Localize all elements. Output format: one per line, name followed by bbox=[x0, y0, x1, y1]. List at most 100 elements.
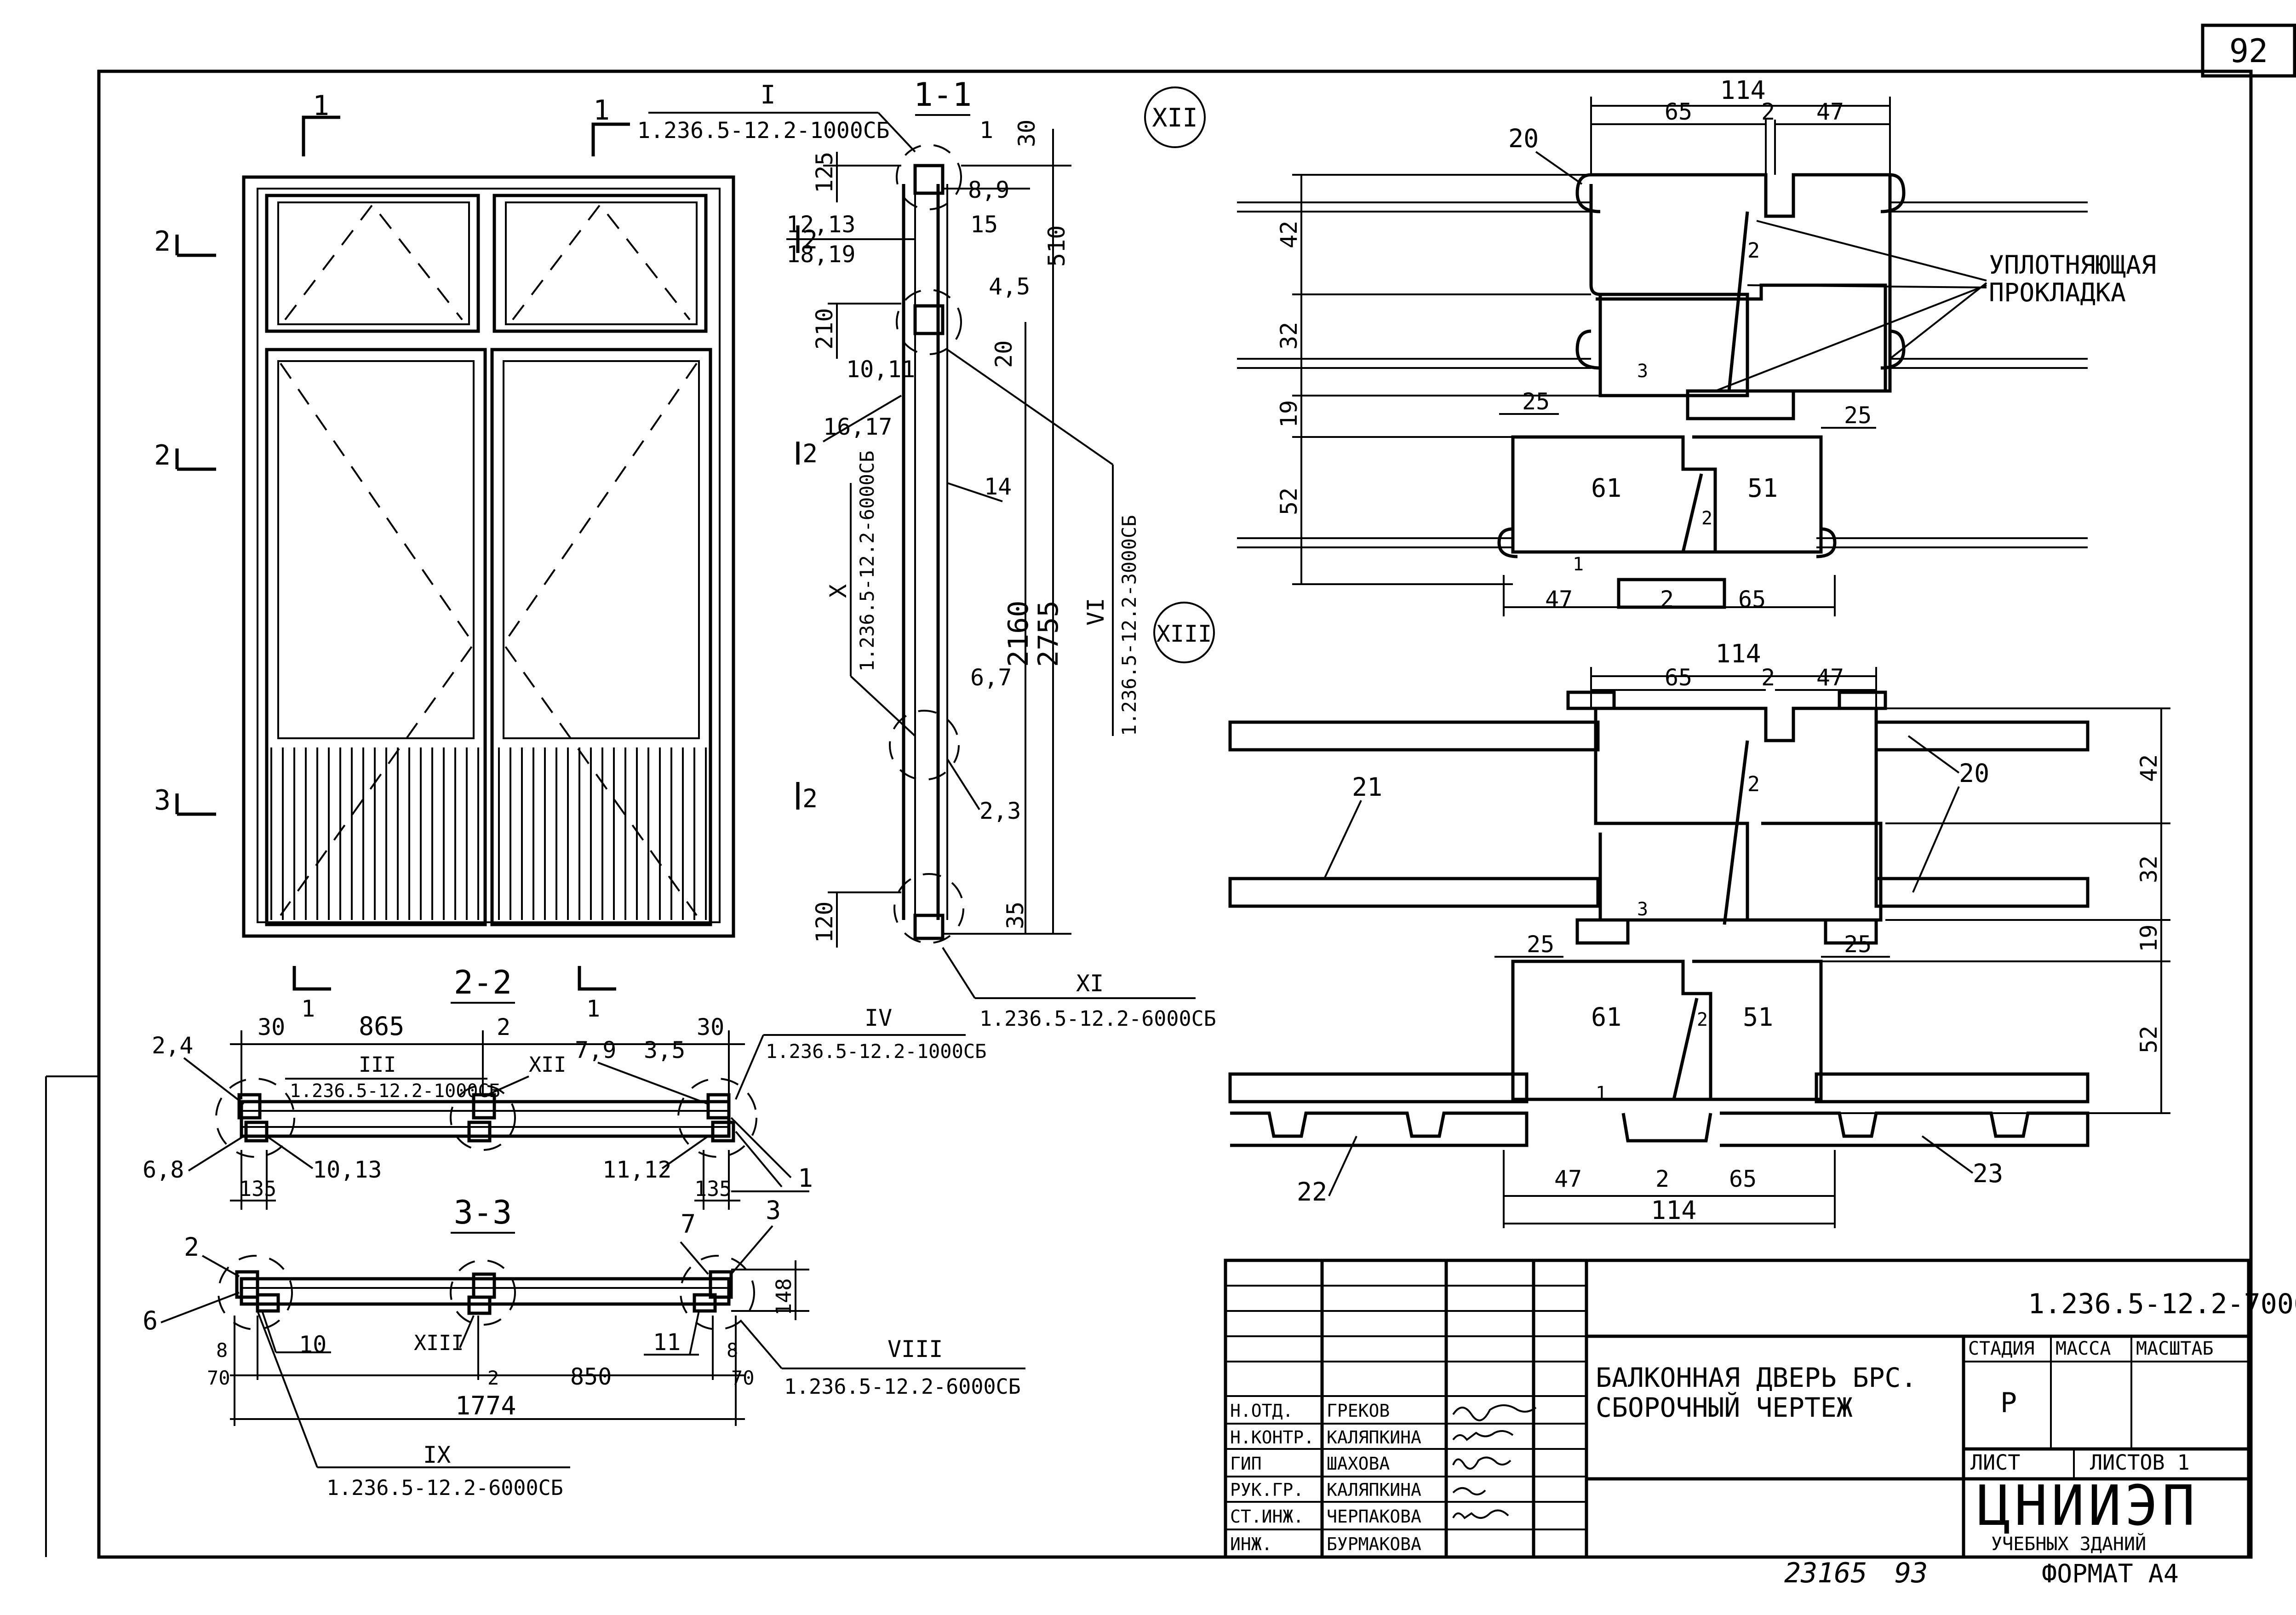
ref-XI-callout: XI bbox=[1076, 970, 1104, 997]
dim-8-right: 8 bbox=[727, 1339, 738, 1362]
sheet-number: 92 bbox=[2229, 32, 2268, 70]
dim-135-left: 135 bbox=[239, 1177, 276, 1201]
section-2-2-title: 2-2 bbox=[454, 964, 512, 1001]
label-6-8: 6,8 bbox=[143, 1156, 184, 1183]
ref-I-callout: I bbox=[760, 80, 775, 109]
xiii-dim-2-seal: 2 bbox=[1747, 772, 1760, 796]
dim-120: 120 bbox=[811, 902, 838, 943]
cut-mark-2c: 2 bbox=[802, 784, 818, 813]
xiii-dim-114-top: 114 bbox=[1715, 639, 1761, 668]
xiii-dim-2-bottom: 2 bbox=[1655, 1166, 1669, 1192]
xii-dim-47-bottom: 47 bbox=[1545, 586, 1573, 613]
name-3: КАЛЯПКИНА bbox=[1327, 1480, 1421, 1500]
xiii-dim-25-left: 25 bbox=[1527, 931, 1554, 958]
label-2-3: 2,3 bbox=[979, 798, 1021, 824]
xiii-dim-2-top: 2 bbox=[1761, 664, 1775, 691]
xiii-dim-61: 61 bbox=[1591, 1002, 1621, 1032]
dim-8-left: 8 bbox=[216, 1339, 228, 1362]
sheet-border bbox=[97, 69, 2253, 1559]
cut-1-left: 1 bbox=[313, 90, 329, 122]
dim-2-center: 2 bbox=[487, 1367, 499, 1389]
name-5: БУРМАКОВА bbox=[1327, 1534, 1421, 1554]
label-3: 3 bbox=[766, 1195, 781, 1225]
cut-2-mid: 2 bbox=[154, 439, 171, 471]
signature-2 bbox=[1452, 1456, 1512, 1470]
detail-XII: XII 114 65 2 bbox=[1144, 75, 2156, 616]
cut-mark-2a: 2 bbox=[802, 225, 818, 254]
xiii-dim-2-lower: 2 bbox=[1697, 1009, 1708, 1030]
org-name: ЦНИИЭП bbox=[1977, 1474, 2199, 1538]
xiii-dim-47-top: 47 bbox=[1816, 664, 1844, 691]
dim-850: 850 bbox=[570, 1363, 612, 1390]
xii-dim-61: 61 bbox=[1591, 473, 1621, 503]
xiii-dim-51: 51 bbox=[1743, 1002, 1773, 1032]
label-14: 14 bbox=[984, 473, 1012, 500]
xii-dim-2-small: 2 bbox=[1701, 508, 1712, 529]
xiii-dim-25-right: 25 bbox=[1844, 931, 1872, 958]
label-15: 15 bbox=[970, 211, 998, 238]
ref-III: 1.236.5-12.2-1000СБ bbox=[290, 1080, 500, 1102]
door-elevation: 1 1 2 2 3 bbox=[154, 90, 735, 938]
seal-note-line1: УПЛОТНЯЮЩАЯ bbox=[1989, 250, 2156, 280]
xii-dim-114: 114 bbox=[1720, 75, 1765, 105]
cut-1-b: 1 bbox=[586, 995, 600, 1022]
dim-210: 210 bbox=[811, 308, 838, 350]
dim-2-mid: 2 bbox=[497, 1014, 510, 1040]
ref-IX: 1.236.5-12.2-6000СБ bbox=[326, 1476, 563, 1500]
dim-70-left: 70 bbox=[207, 1367, 230, 1389]
label-3-5: 3,5 bbox=[644, 1037, 685, 1063]
xii-dim-65: 65 bbox=[1665, 98, 1692, 125]
doc-code: 1.236.5-12.2-7000 СБ bbox=[2028, 1288, 2296, 1320]
ref-IV: 1.236.5-12.2-1000СБ bbox=[766, 1040, 986, 1063]
xii-dim-42: 42 bbox=[1276, 221, 1302, 248]
stage-value: Р bbox=[2000, 1387, 2017, 1419]
sheet-number-box bbox=[2201, 23, 2296, 78]
role-2: ГИП bbox=[1230, 1454, 1262, 1474]
xiii-dim-47-bottom: 47 bbox=[1554, 1166, 1582, 1192]
bottom-left-number: 23165 bbox=[1784, 1557, 1867, 1589]
format-label: ФОРМАТ А4 bbox=[2042, 1559, 2179, 1588]
ref-VI: 1.236.5-12.2-3000СБ bbox=[1118, 515, 1140, 736]
dim-2160: 2160 bbox=[1002, 601, 1035, 667]
dim-30: 30 bbox=[1013, 120, 1040, 147]
label-4-5: 4,5 bbox=[989, 273, 1030, 300]
stage-header: СТАДИЯ bbox=[1968, 1338, 2035, 1359]
xiii-label-20: 20 bbox=[1959, 759, 1989, 788]
ref-IX-callout: IX bbox=[423, 1442, 451, 1468]
label-8-9: 8,9 bbox=[968, 177, 1009, 203]
dim-30-left: 30 bbox=[258, 1014, 285, 1040]
dim-1774: 1774 bbox=[455, 1391, 516, 1420]
dim-135-right: 135 bbox=[694, 1177, 732, 1201]
cut-3: 3 bbox=[154, 784, 171, 816]
ref-VIII-callout: VIII bbox=[887, 1336, 943, 1362]
dim-148: 148 bbox=[772, 1278, 796, 1316]
signature-0 bbox=[1452, 1404, 1537, 1421]
cut-1-a: 1 bbox=[301, 995, 315, 1022]
sheet-label: ЛИСТ bbox=[1970, 1450, 2020, 1475]
xii-label-20: 20 bbox=[1508, 124, 1539, 153]
label-2: 2 bbox=[184, 1232, 199, 1262]
dim-865: 865 bbox=[359, 1012, 404, 1041]
org-sub: УЧЕБНЫХ ЗДАНИЙ bbox=[1991, 1533, 2146, 1555]
xii-dim-19: 19 bbox=[1276, 400, 1302, 428]
ref-VIII: 1.236.5-12.2-6000СБ bbox=[784, 1374, 1021, 1399]
xiii-dim-52: 52 bbox=[2136, 1026, 2162, 1053]
name-1: КАЛЯПКИНА bbox=[1327, 1427, 1421, 1448]
role-3: РУК.ГР. bbox=[1230, 1480, 1304, 1500]
xii-dim-25-right: 25 bbox=[1844, 402, 1872, 429]
label-2-4: 2,4 bbox=[152, 1032, 193, 1059]
role-1: Н.КОНТР. bbox=[1230, 1427, 1314, 1448]
xii-dim-2: 2 bbox=[1761, 98, 1775, 125]
xiii-label-22: 22 bbox=[1297, 1177, 1327, 1207]
xii-dim-1: 1 bbox=[1573, 554, 1584, 575]
xii-dim-2-seal: 2 bbox=[1747, 238, 1760, 263]
name-0: ГРЕКОВ bbox=[1327, 1401, 1390, 1421]
xiii-label-21: 21 bbox=[1352, 772, 1382, 802]
xiii-dim-32: 32 bbox=[2136, 856, 2162, 883]
dim-510: 510 bbox=[1043, 225, 1070, 267]
ref-X-callout: X bbox=[825, 584, 852, 598]
scale-header: МАСШТАБ bbox=[2136, 1338, 2214, 1359]
signature-4 bbox=[1452, 1509, 1509, 1519]
label-11-12: 11,12 bbox=[602, 1156, 672, 1183]
ref-XII-callout: XII bbox=[529, 1052, 566, 1077]
